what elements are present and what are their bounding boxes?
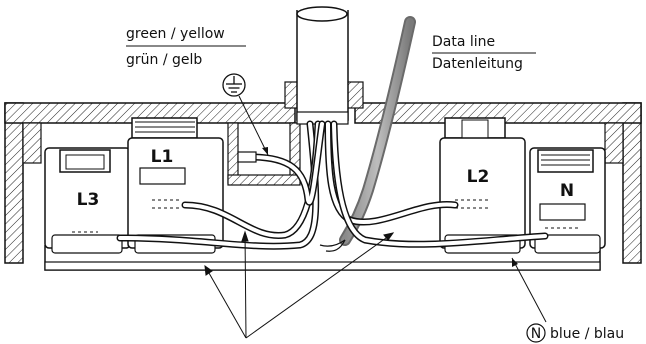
housing — [4, 81, 642, 271]
main-cable — [296, 6, 349, 125]
neutral-symbol-circle — [526, 323, 546, 343]
protective-earth-icon — [222, 73, 246, 97]
terminal-l2: L2 — [439, 117, 526, 254]
terminal-label-n: N — [560, 181, 574, 201]
label-neutral-text: blue / blau — [550, 326, 624, 342]
terminal-l3: L3 — [44, 147, 131, 254]
conductor-wires — [116, 120, 549, 250]
wire-leader-lines — [204, 230, 395, 339]
label-data-de: Datenleitung — [432, 56, 523, 72]
earth-leader-line — [238, 95, 269, 156]
label-data-en: Data line — [432, 34, 495, 50]
neutral-symbol: N — [531, 326, 541, 342]
terminal-l1: L1 — [127, 117, 224, 254]
neutral-leader-line — [511, 257, 547, 323]
terminal-n: N — [529, 147, 606, 254]
terminal-label-l3: L3 — [77, 190, 100, 210]
label-earth-de: grün / gelb — [126, 52, 202, 68]
terminal-label-l2: L2 — [467, 167, 490, 187]
label-earth-en: green / yellow — [126, 26, 225, 42]
neutral-label: N blue / blau — [526, 323, 624, 343]
terminal-label-l1: L1 — [151, 147, 174, 167]
